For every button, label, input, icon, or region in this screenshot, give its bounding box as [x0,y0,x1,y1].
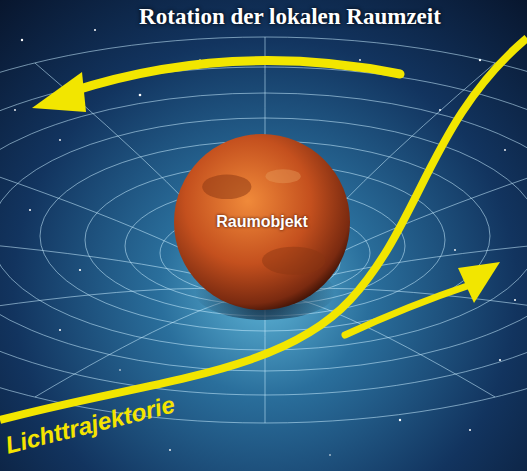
spacetime-grid [0,37,527,423]
planet-circle: Raumobjekt [174,134,350,310]
stars [14,29,516,456]
rotation-arrow [32,61,400,112]
light-trajectory [0,38,527,420]
diagram-title: Rotation der lokalen Raumzeit [90,4,490,30]
object-label: Raumobjekt [216,213,308,231]
